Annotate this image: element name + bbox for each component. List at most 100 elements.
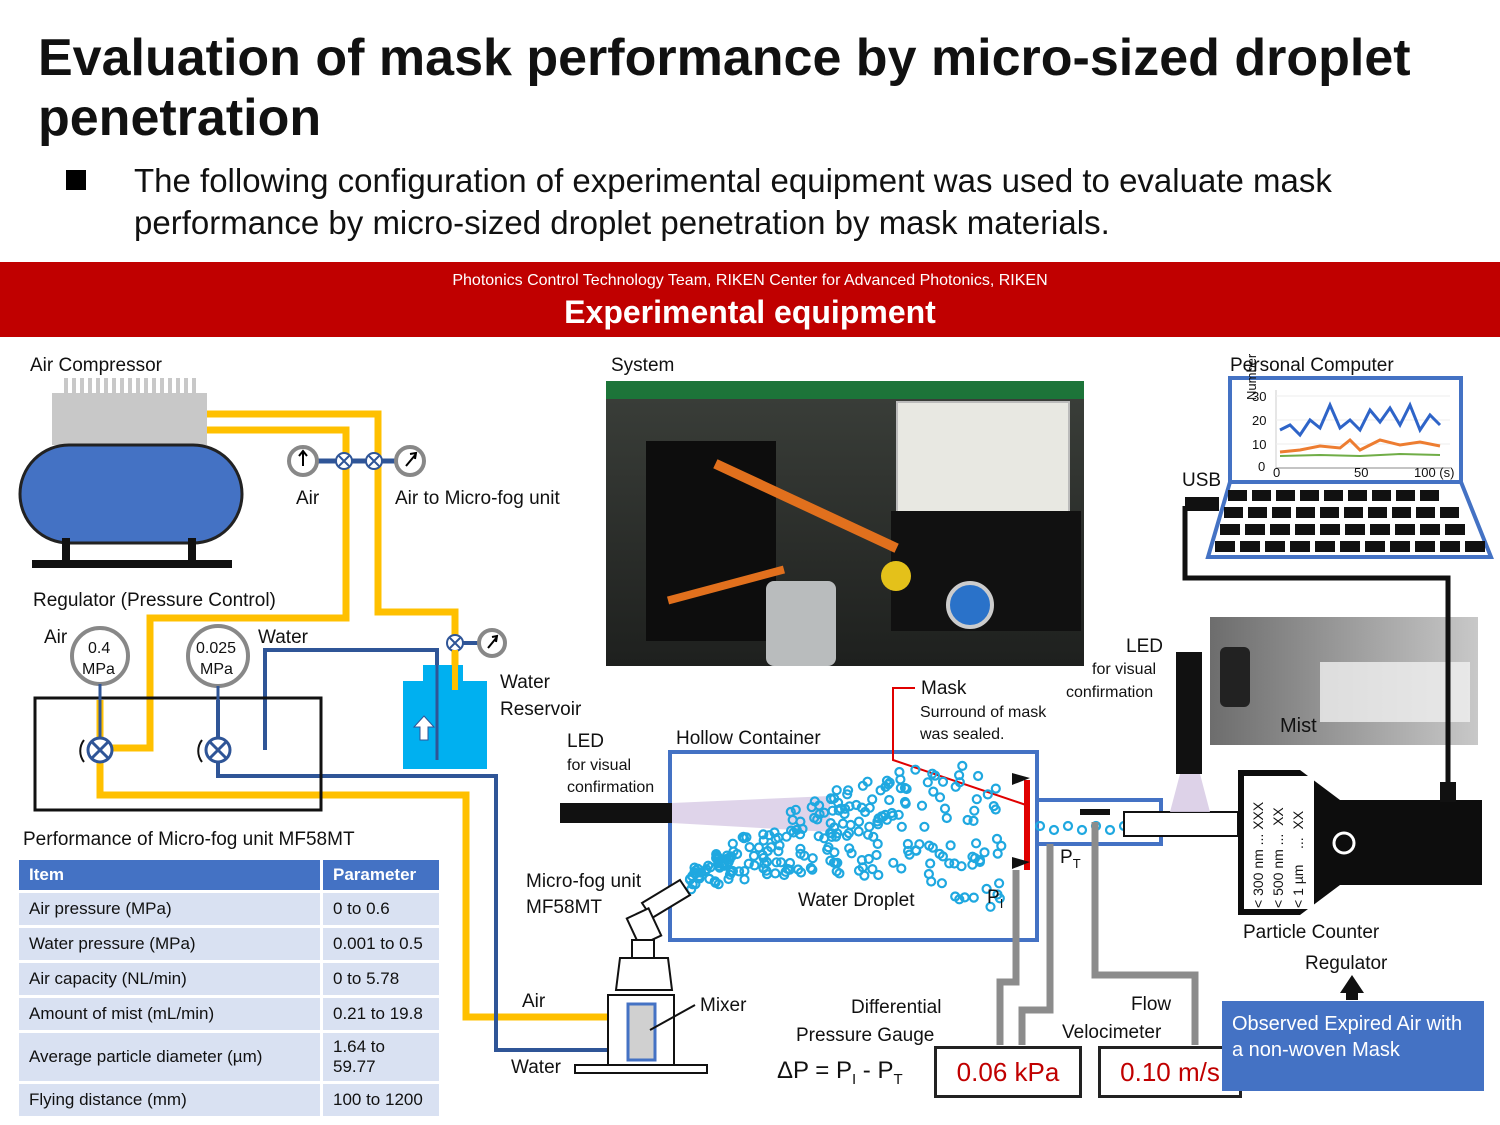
mask-label: Mask bbox=[921, 678, 967, 699]
droplet bbox=[971, 794, 982, 805]
droplet bbox=[1034, 820, 1046, 832]
keyboard-key bbox=[1365, 541, 1385, 552]
diff-gauge-label-1: Differential bbox=[851, 997, 942, 1018]
droplet bbox=[795, 848, 806, 859]
droplet bbox=[982, 789, 993, 800]
keyboard-key bbox=[1324, 490, 1343, 501]
droplet bbox=[873, 869, 884, 881]
droplet bbox=[765, 842, 777, 853]
water-reservoir bbox=[403, 628, 507, 769]
intro-bullet: The following configuration of experimen… bbox=[134, 162, 1332, 241]
droplet bbox=[757, 849, 768, 861]
keyboard-key bbox=[1392, 507, 1411, 518]
droplet bbox=[731, 848, 743, 860]
gauge2-unit: MPa bbox=[200, 661, 233, 678]
droplet bbox=[744, 841, 755, 853]
droplet bbox=[784, 864, 795, 875]
droplet bbox=[805, 862, 817, 874]
pc-xtick-0: 0 bbox=[1273, 465, 1281, 480]
microfog-label-1: Micro-fog unit bbox=[526, 871, 642, 892]
droplet bbox=[844, 843, 855, 854]
droplet bbox=[748, 850, 760, 862]
droplet bbox=[872, 819, 884, 830]
counter-row-2: < 500 nm ... XX bbox=[1270, 807, 1286, 908]
droplet bbox=[779, 869, 790, 881]
led-right-label: LED bbox=[1126, 636, 1163, 657]
cell-parameter: 0 to 0.6 bbox=[323, 893, 439, 925]
system-label: System bbox=[611, 355, 675, 376]
personal-computer bbox=[1205, 376, 1494, 559]
droplet bbox=[919, 821, 930, 832]
cell-item: Air pressure (MPa) bbox=[19, 893, 323, 925]
regulator-label: Regulator (Pressure Control) bbox=[33, 590, 276, 611]
microfog-unit bbox=[574, 878, 708, 1074]
regulator-water-label: Water bbox=[258, 627, 308, 648]
water-reservoir-label-1: Water bbox=[500, 672, 550, 693]
droplet bbox=[872, 838, 883, 850]
mixer-water-label: Water bbox=[511, 1057, 561, 1078]
droplet bbox=[988, 800, 999, 812]
flow-readout: 0.10 m/s bbox=[1098, 1046, 1242, 1098]
droplet bbox=[684, 873, 696, 885]
regulator-air-label: Air bbox=[44, 627, 68, 648]
bullet-marker bbox=[66, 170, 86, 190]
keyboard-key bbox=[1340, 541, 1360, 552]
cell-item: Average particle diameter (µm) bbox=[19, 1033, 323, 1081]
pressure-readout: 0.06 kPa bbox=[934, 1046, 1082, 1098]
water-droplet-label: Water Droplet bbox=[798, 890, 915, 911]
droplet bbox=[974, 856, 986, 868]
droplet bbox=[834, 868, 845, 879]
droplet bbox=[956, 861, 967, 872]
mist-label: Mist bbox=[1280, 715, 1317, 737]
droplet bbox=[761, 868, 773, 880]
droplet bbox=[992, 848, 1003, 859]
diff-gauge-label-2: Pressure Gauge bbox=[796, 1025, 935, 1046]
droplet bbox=[749, 860, 760, 871]
mask-sub1: Surround of mask bbox=[920, 704, 1047, 721]
droplet bbox=[922, 777, 933, 788]
droplet bbox=[900, 798, 911, 809]
mask-pointer bbox=[892, 687, 1027, 806]
droplet bbox=[867, 794, 878, 805]
droplet bbox=[832, 857, 843, 868]
keyboard-key bbox=[1240, 541, 1260, 552]
particle-counter bbox=[1123, 652, 1482, 915]
table-row: Air capacity (NL/min)0 to 5.78 bbox=[19, 963, 439, 995]
droplet bbox=[825, 817, 836, 829]
droplet bbox=[764, 830, 775, 841]
droplet bbox=[887, 810, 898, 821]
mixer-air-label: Air bbox=[522, 991, 546, 1012]
droplet bbox=[1104, 824, 1116, 836]
water-reservoir-label-2: Reservoir bbox=[500, 699, 582, 720]
droplet bbox=[826, 831, 837, 843]
regulator-box bbox=[33, 696, 323, 812]
droplet bbox=[795, 867, 807, 878]
pi-label: PI bbox=[987, 887, 1003, 911]
droplet bbox=[934, 792, 946, 803]
droplet bbox=[994, 893, 1005, 904]
led-left-sub2: confirmation bbox=[567, 779, 655, 796]
droplet bbox=[936, 878, 948, 889]
cell-item: Water pressure (MPa) bbox=[19, 928, 323, 960]
droplet bbox=[864, 802, 875, 813]
header-item: Item bbox=[19, 860, 323, 890]
table-row: Amount of mist (mL/min)0.21 to 19.8 bbox=[19, 998, 439, 1030]
led-left-label: LED bbox=[567, 731, 604, 752]
droplet bbox=[851, 799, 862, 811]
keyboard-key bbox=[1416, 507, 1435, 518]
keyboard-key bbox=[1396, 490, 1415, 501]
led-left-sub1: for visual bbox=[567, 757, 632, 774]
droplet bbox=[839, 803, 851, 814]
droplet bbox=[727, 865, 738, 876]
pt-sub: T bbox=[1072, 855, 1081, 871]
droplet bbox=[910, 764, 921, 775]
cell-item: Amount of mist (mL/min) bbox=[19, 998, 323, 1030]
droplet bbox=[871, 849, 882, 861]
keyboard-key bbox=[1295, 524, 1315, 535]
banner-subtitle: Photonics Control Technology Team, RIKEN… bbox=[452, 272, 1048, 289]
droplet bbox=[828, 857, 840, 868]
keyboard-key bbox=[1265, 541, 1285, 552]
gauge1-value: 0.4 bbox=[88, 640, 111, 657]
cell-parameter: 0 to 5.78 bbox=[323, 963, 439, 995]
